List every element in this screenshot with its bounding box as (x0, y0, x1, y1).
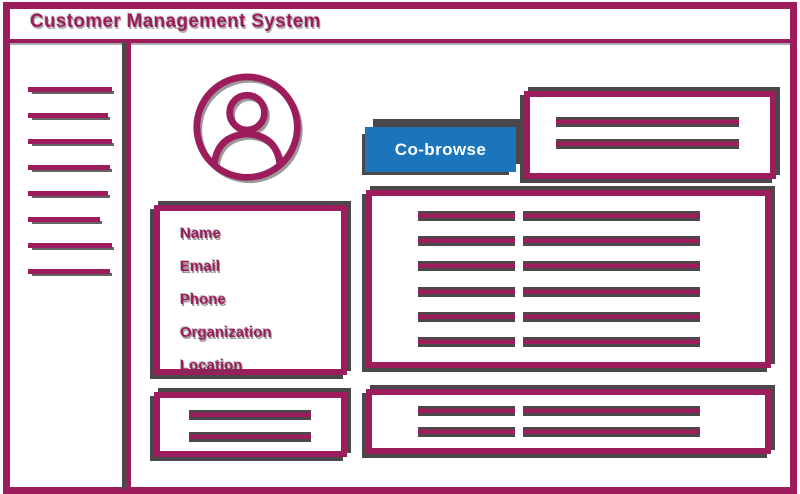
placeholder-label-line (418, 211, 515, 222)
customer-details-box (366, 190, 771, 368)
placeholder-label-line (418, 406, 515, 416)
placeholder-value-line (523, 406, 700, 416)
app-window: Customer Management System (3, 2, 797, 494)
sidebar-nav-item-line[interactable] (28, 217, 100, 222)
sidebar-nav-item-line[interactable] (28, 87, 112, 92)
page-title: Customer Management System (30, 11, 321, 32)
person-avatar-icon (193, 73, 303, 184)
placeholder-value-line (523, 427, 700, 437)
summary-row (418, 406, 765, 416)
contact-field-label: Phone (180, 291, 226, 308)
placeholder-value-line (523, 286, 700, 297)
placeholder-label-line (418, 261, 515, 272)
placeholder-text-line (189, 432, 311, 442)
placeholder-label-line (418, 336, 515, 347)
user-avatar (191, 72, 307, 188)
placeholder-value-line (523, 261, 700, 272)
detail-row (418, 211, 765, 222)
detail-row (418, 261, 765, 272)
placeholder-label-line (418, 286, 515, 297)
sidebar-nav-item-line[interactable] (28, 191, 108, 196)
detail-row (418, 236, 765, 247)
sidebar-divider (122, 42, 131, 489)
bottom-left-note-box (154, 392, 347, 457)
sidebar-nav-item-line[interactable] (28, 165, 110, 170)
title-divider (8, 39, 792, 43)
bottom-right-summary-box (366, 389, 771, 454)
contact-field-label: Name (180, 225, 221, 242)
sidebar-nav-item-line[interactable] (28, 269, 110, 274)
placeholder-value-line (523, 211, 700, 222)
placeholder-label-line (418, 311, 515, 322)
contact-fields-box: Name Email Phone Organization Location (154, 205, 347, 375)
contact-field-label: Location (180, 357, 243, 374)
placeholder-text-line (556, 117, 739, 127)
placeholder-label-line (418, 236, 515, 247)
contact-field-label: Organization (180, 324, 272, 341)
placeholder-text-line (189, 410, 311, 420)
placeholder-value-line (523, 236, 700, 247)
top-right-info-box (524, 91, 776, 179)
contact-field-label: Email (180, 258, 221, 275)
placeholder-value-line (523, 336, 700, 347)
sidebar-nav-item-line[interactable] (28, 139, 112, 144)
placeholder-text-line (556, 139, 739, 149)
detail-row (418, 336, 765, 347)
detail-row (418, 311, 765, 322)
placeholder-value-line (523, 311, 700, 322)
detail-row (418, 286, 765, 297)
sidebar-nav-item-line[interactable] (28, 243, 112, 248)
sidebar-nav (28, 87, 120, 295)
placeholder-label-line (418, 427, 515, 437)
summary-row (418, 427, 765, 437)
cobrowse-button[interactable]: Co-browse (365, 127, 516, 172)
sidebar-nav-item-line[interactable] (28, 113, 108, 118)
